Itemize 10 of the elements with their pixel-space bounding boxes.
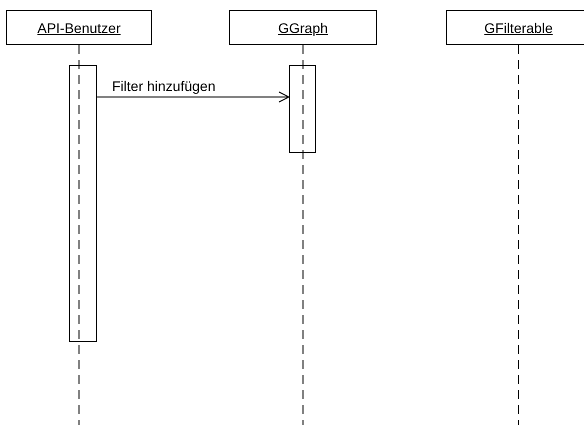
edge-label: Filter hinzufügen <box>111 78 217 94</box>
object-name: GGraph <box>278 20 328 36</box>
activation-bar <box>69 65 97 342</box>
object-name: API-Benutzer <box>37 20 121 36</box>
lifeline-header <box>6 10 152 45</box>
lifeline-header <box>229 10 377 45</box>
object-name: GFilterable <box>484 20 553 36</box>
lifeline-header <box>446 10 584 45</box>
activation-bar <box>289 65 316 153</box>
message-arrow <box>96 92 290 102</box>
